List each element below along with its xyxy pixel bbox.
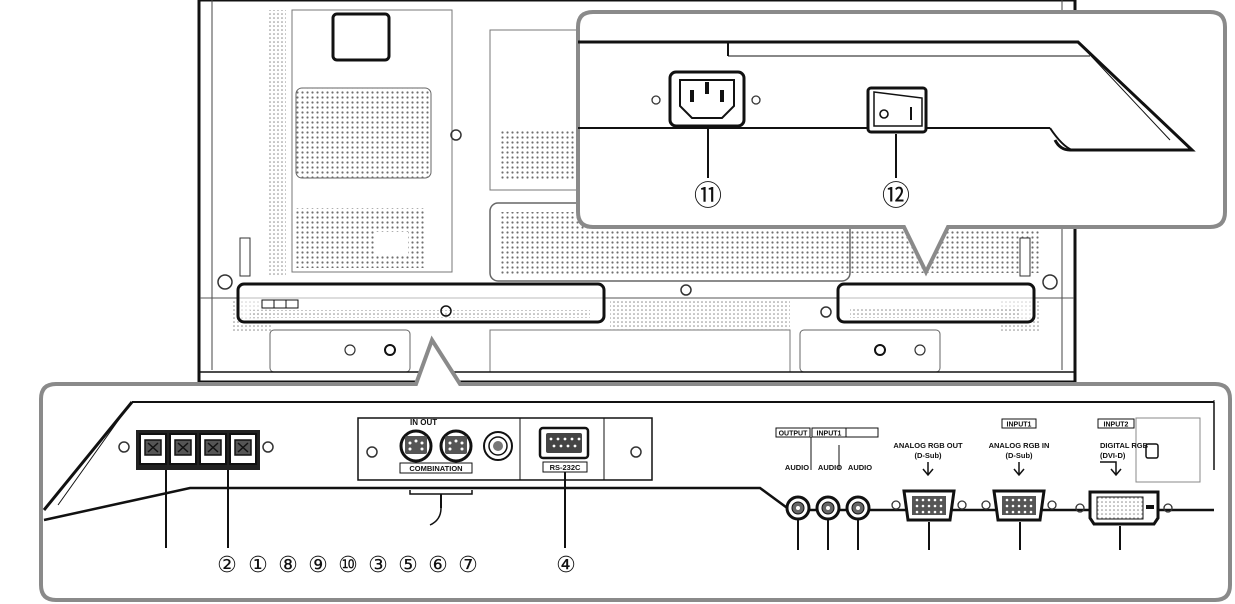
rs232c-port-icon — [538, 426, 590, 460]
callout-6: ⑥ — [428, 553, 448, 578]
mini-jack-icon — [483, 431, 513, 461]
dsub-label-out: (D-Sub) — [914, 451, 942, 460]
callout-4: ④ — [556, 553, 576, 578]
handle-slot — [331, 12, 391, 62]
callout-frame — [39, 335, 1232, 602]
callout-7: ⑦ — [458, 553, 478, 578]
speaker-terminal-icon — [139, 433, 167, 465]
combination-label: COMBINATION — [409, 464, 462, 473]
vent-strip — [268, 10, 286, 275]
input2-label: INPUT2 — [1104, 422, 1129, 429]
output-label: OUTPUT — [779, 431, 809, 438]
in-out-label: IN OUT — [410, 418, 437, 427]
rca-jack-icon — [815, 495, 841, 521]
terminal-detail-callout: IN OUT COMBINATION — [39, 335, 1232, 602]
dvi-d-label: (DVI-D) — [1100, 451, 1126, 460]
digital-rgb-label: DIGITAL RGB — [1100, 441, 1149, 450]
callout-2: ② — [217, 553, 237, 578]
vent-grille — [500, 130, 575, 180]
callout-12: ⑫ — [882, 179, 910, 212]
analog-rgb-out-label: ANALOG RGB OUT — [893, 441, 963, 450]
screw-icon — [217, 274, 233, 290]
dvi-port-icon — [1075, 490, 1173, 526]
screw-icon — [630, 446, 642, 458]
callout-9: ⑨ — [308, 553, 328, 578]
dsub-port-icon — [981, 489, 1057, 522]
speaker-terminal-icon — [169, 433, 197, 465]
audio-label-2: AUDIO — [818, 463, 842, 472]
dsub-label-in: (D-Sub) — [1005, 451, 1033, 460]
rca-jack-icon — [845, 495, 871, 521]
callout-3: ③ — [368, 553, 388, 578]
speaker-terminal-icon — [229, 433, 257, 465]
screw-icon — [1042, 274, 1058, 290]
screw-icon — [450, 129, 462, 141]
rca-jack-icon — [785, 495, 811, 521]
din-connector-icon — [399, 429, 433, 463]
analog-rgb-in-label: ANALOG RGB IN — [989, 441, 1050, 450]
callout-10: ⑩ — [338, 553, 358, 578]
screw-icon — [680, 284, 692, 296]
callout-5: ⑤ — [398, 553, 418, 578]
rs232c-label: RS-232C — [550, 463, 581, 472]
audio-label-1: AUDIO — [785, 463, 809, 472]
input1-label: INPUT1 — [1007, 422, 1032, 429]
audio-label-3: AUDIO — [848, 463, 872, 472]
screw-icon — [874, 344, 886, 356]
din-connector-icon — [439, 429, 473, 463]
input1-header-label: INPUT1 — [817, 431, 842, 438]
speaker-terminal-icon — [199, 433, 227, 465]
dsub-port-icon — [891, 489, 967, 522]
vent-grille — [295, 87, 432, 179]
callout-8: ⑧ — [278, 553, 298, 578]
speaker-terminals — [118, 430, 274, 470]
power-detail-callout: ⑪ ⑫ — [576, 10, 1227, 277]
screw-icon — [366, 446, 378, 458]
screw-icon — [384, 344, 396, 356]
callout-1: ① — [248, 553, 268, 578]
power-switch-icon — [866, 86, 928, 134]
callout-11: ⑪ — [694, 179, 722, 212]
